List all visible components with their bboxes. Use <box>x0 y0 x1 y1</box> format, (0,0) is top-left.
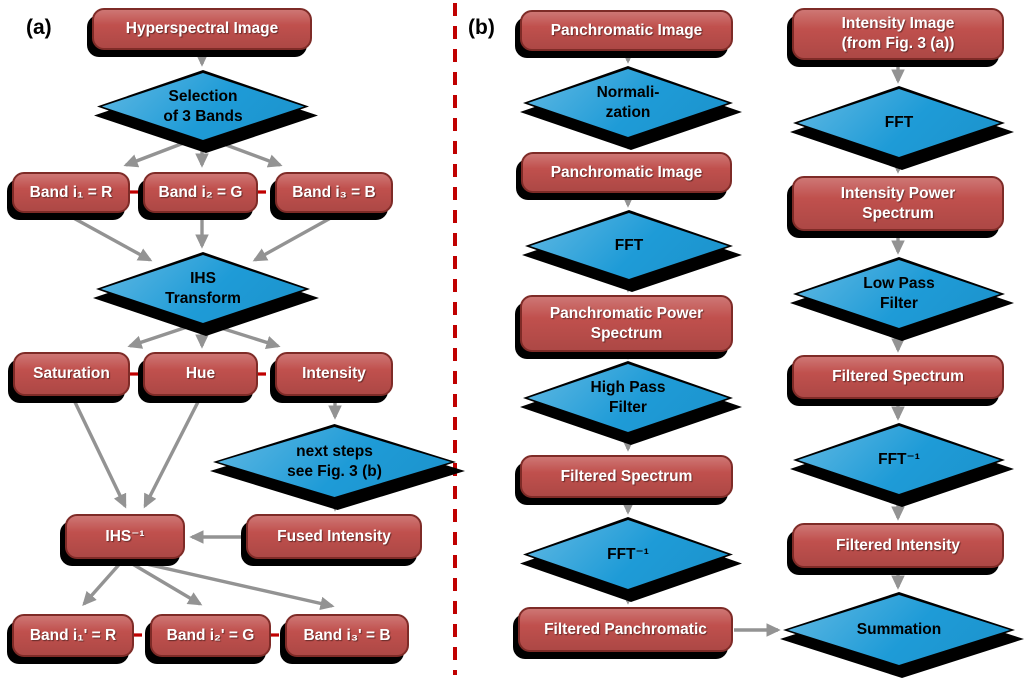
node-band-i1-prime-r: Band i₁' = R <box>12 614 134 657</box>
arrow <box>67 213 153 262</box>
node-fft-intensity: FFT <box>790 86 1014 170</box>
panel-a-label: (a) <box>26 16 52 39</box>
node-label: IHS Transform <box>165 270 241 307</box>
node-label: Filtered Spectrum <box>560 467 693 485</box>
node-label: FFT <box>884 114 914 132</box>
node-hue: Hue <box>143 352 258 396</box>
node-label: Saturation <box>33 365 110 383</box>
node-panchromatic-power-spectrum: Panchromatic Power Spectrum <box>520 295 733 352</box>
node-filtered-panchromatic: Filtered Panchromatic <box>518 607 733 652</box>
node-label: Panchromatic Image <box>550 163 703 181</box>
arrow <box>71 397 127 509</box>
node-label: FFT <box>614 237 644 255</box>
node-label: FFT⁻¹ <box>607 545 649 563</box>
node-filtered-intensity: Filtered Intensity <box>792 523 1004 568</box>
node-label: IHS⁻¹ <box>105 527 145 545</box>
node-label: Low Pass Filter <box>863 275 935 312</box>
node-label: FFT⁻¹ <box>878 451 920 469</box>
node-high-pass-filter: High Pass Filter <box>520 361 742 445</box>
node-label: Hue <box>185 365 216 383</box>
node-band-i3-prime-b: Band i₃' = B <box>285 614 409 657</box>
node-label: Fused Intensity <box>277 527 391 545</box>
node-intensity-image-from-fig-3a: Intensity Image (from Fig. 3 (a)) <box>792 8 1004 60</box>
node-label: Band i₁ = R <box>29 183 113 201</box>
node-label: Intensity Power Spectrum <box>840 184 956 222</box>
node-filtered-spectrum-pan: Filtered Spectrum <box>520 455 733 498</box>
node-label: Filtered Intensity <box>835 536 961 554</box>
node-label: Summation <box>856 621 942 639</box>
node-label: Filtered Spectrum <box>832 368 964 386</box>
node-hyperspectral-image: Hyperspectral Image <box>92 8 312 50</box>
node-ihs-inverse: IHS⁻¹ <box>65 514 185 559</box>
node-label: Band i₂ = G <box>158 183 243 201</box>
panel-b-label: (b) <box>468 16 495 39</box>
node-label: Intensity <box>302 365 366 383</box>
node-fft-panchromatic: FFT <box>522 210 742 292</box>
node-label: Band i₂' = G <box>166 626 255 644</box>
arrow <box>82 557 126 607</box>
node-label: Normali- zation <box>596 84 660 121</box>
node-panchromatic-image-1: Panchromatic Image <box>520 10 733 51</box>
node-label: Selection of 3 Bands <box>163 87 243 125</box>
arrow <box>123 557 203 606</box>
node-panchromatic-image-2: Panchromatic Image <box>521 152 732 193</box>
node-next-steps-see-fig-3b: next steps see Fig. 3 (b) <box>210 424 465 510</box>
node-band-i1-r: Band i₁ = R <box>12 172 130 213</box>
node-band-i2-g: Band i₂ = G <box>143 172 258 213</box>
node-label: Hyperspectral Image <box>125 20 279 38</box>
arrow <box>143 397 202 509</box>
node-label: Filtered Panchromatic <box>544 620 707 638</box>
node-label: Panchromatic Power Spectrum <box>549 304 704 342</box>
node-selection-of-3-bands: Selection of 3 Bands <box>94 70 318 153</box>
node-label: Intensity Image (from Fig. 3 (a)) <box>841 15 955 52</box>
node-ihs-transform: IHS Transform <box>93 252 319 336</box>
node-fft-inverse-pan: FFT⁻¹ <box>520 517 742 602</box>
node-saturation: Saturation <box>13 352 130 396</box>
node-label: next steps see Fig. 3 (b) <box>287 443 382 480</box>
node-band-i3-b: Band i₃ = B <box>275 172 393 213</box>
node-low-pass-filter: Low Pass Filter <box>790 257 1014 341</box>
node-label: Band i₃ = B <box>292 183 376 201</box>
node-intensity: Intensity <box>275 352 393 396</box>
node-fft-inverse-int: FFT⁻¹ <box>790 423 1014 507</box>
node-label: Panchromatic Image <box>550 21 703 39</box>
node-filtered-spectrum-int: Filtered Spectrum <box>792 355 1004 399</box>
node-label: Band i₃' = B <box>303 626 391 644</box>
node-label: Band i₁' = R <box>29 626 117 644</box>
node-fused-intensity: Fused Intensity <box>246 514 422 559</box>
arrow <box>123 557 335 611</box>
node-normalization: Normali- zation <box>520 66 742 150</box>
node-intensity-power-spectrum: Intensity Power Spectrum <box>792 176 1004 231</box>
arrow <box>252 213 337 262</box>
node-band-i2-prime-g: Band i₂' = G <box>150 614 271 657</box>
node-summation: Summation <box>780 592 1024 678</box>
node-label: High Pass Filter <box>590 379 666 416</box>
